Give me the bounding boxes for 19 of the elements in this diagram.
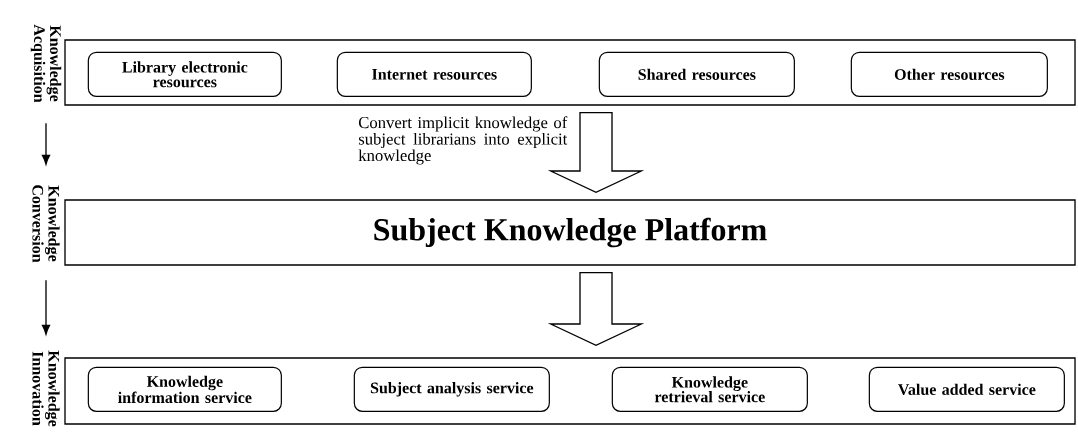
resource-box: Other resources	[850, 51, 1048, 97]
resource-box: Library electronic resources	[87, 51, 282, 97]
stage-label: Knowledge Innovation	[32, 350, 60, 427]
arrow	[41, 122, 51, 165]
resource-box: Internet resources	[336, 51, 532, 97]
resource-box: Subject analysis service	[353, 366, 550, 412]
resource-box: Shared resources	[598, 51, 795, 97]
stage-label: Knowledge Acquisition	[30, 24, 62, 103]
group-panel	[64, 357, 1076, 425]
group-panel	[64, 39, 1076, 106]
resource-box: Knowledge retrieval service	[611, 366, 808, 412]
arrow	[41, 279, 51, 335]
block-arrow	[547, 272, 645, 347]
stage-label: Knowledge Conversion	[32, 185, 60, 263]
platform-box: Subject Knowledge Platform	[64, 199, 1076, 266]
edge-label: Convert implicit knowledge of subject librarians into explicit knowledge	[358, 116, 568, 165]
resource-box: Knowledge information service	[87, 366, 282, 412]
resource-box: Value added service	[868, 366, 1065, 412]
block-arrow	[547, 112, 645, 194]
